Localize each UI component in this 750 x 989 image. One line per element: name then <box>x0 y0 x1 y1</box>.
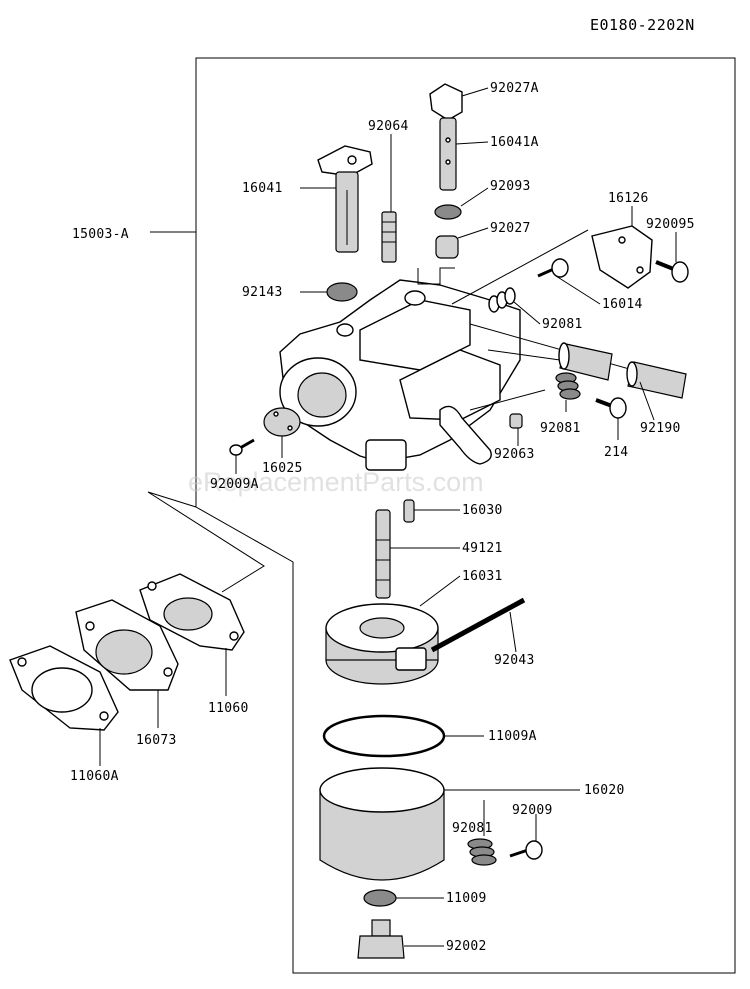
label-92081-top: 92081 <box>542 317 583 332</box>
bushing-92027 <box>435 235 459 259</box>
screw-92063 <box>509 413 523 429</box>
pin-16014 <box>537 258 569 278</box>
spring-92081-low <box>467 838 497 866</box>
o-ring-11009A <box>322 714 446 758</box>
screw-92009A <box>229 438 255 456</box>
label-49121: 49121 <box>462 541 503 556</box>
label-92081-mid: 92081 <box>540 421 581 436</box>
label-92009A: 92009A <box>210 477 259 492</box>
gasket-projection-line <box>147 491 265 593</box>
label-92143: 92143 <box>242 285 283 300</box>
jet-16030 <box>403 499 415 523</box>
label-92027: 92027 <box>490 221 531 236</box>
label-11060A: 11060A <box>70 769 119 784</box>
insulator-16073 <box>75 599 179 691</box>
label-11060: 11060 <box>208 701 249 716</box>
diagram-code: E0180-2202N <box>590 16 695 34</box>
label-920095: 920095 <box>646 217 695 232</box>
seal-92093 <box>434 204 462 220</box>
gasket-11060 <box>139 573 245 651</box>
label-92043: 92043 <box>494 653 535 668</box>
washer-11009 <box>363 889 397 907</box>
label-92093: 92093 <box>490 179 531 194</box>
float-16031 <box>325 603 439 685</box>
valve-projection-line <box>451 229 589 305</box>
label-92009: 92009 <box>512 803 553 818</box>
carburetor-body <box>279 279 521 471</box>
label-16030: 16030 <box>462 503 503 518</box>
label-16073: 16073 <box>136 733 177 748</box>
spring-92081-mid <box>555 372 581 400</box>
screw-214 <box>595 397 627 419</box>
label-92064: 92064 <box>368 119 409 134</box>
label-11009A: 11009A <box>488 729 537 744</box>
emulsion-tube-49121 <box>375 509 391 599</box>
label-92190: 92190 <box>640 421 681 436</box>
drain-bolt-92002 <box>357 919 405 959</box>
float-pin-92043 <box>430 597 526 653</box>
pilot-screw-92064 <box>381 211 397 263</box>
label-92081-low: 92081 <box>452 821 493 836</box>
throttle-shaft-16041 <box>317 145 373 253</box>
cap-92143 <box>326 282 358 302</box>
assembly-label: 15003-A <box>72 227 129 242</box>
label-16020: 16020 <box>584 783 625 798</box>
watermark: eReplacementParts.com <box>188 467 484 497</box>
label-92002: 92002 <box>446 939 487 954</box>
label-16041: 16041 <box>242 181 283 196</box>
label-92027A: 92027A <box>490 81 539 96</box>
label-214: 214 <box>604 445 628 460</box>
label-16126: 16126 <box>608 191 649 206</box>
label-16041A: 16041A <box>490 135 539 150</box>
gasket-11060A <box>9 645 119 731</box>
label-16014: 16014 <box>602 297 643 312</box>
label-16031: 16031 <box>462 569 503 584</box>
label-11009: 11009 <box>446 891 487 906</box>
choke-shaft-16041A <box>429 83 463 191</box>
label-16025: 16025 <box>262 461 303 476</box>
tubes-92190 <box>558 342 687 399</box>
label-92063: 92063 <box>494 447 535 462</box>
spring-92081-top <box>488 287 516 313</box>
float-bowl-16020 <box>319 767 445 881</box>
leader-lines <box>99 87 677 947</box>
disc-16025 <box>263 407 301 437</box>
plate-16126 <box>591 225 653 289</box>
screw-92009 <box>509 840 543 860</box>
choke-projection-line <box>417 267 455 285</box>
screw-920095 <box>655 260 689 283</box>
